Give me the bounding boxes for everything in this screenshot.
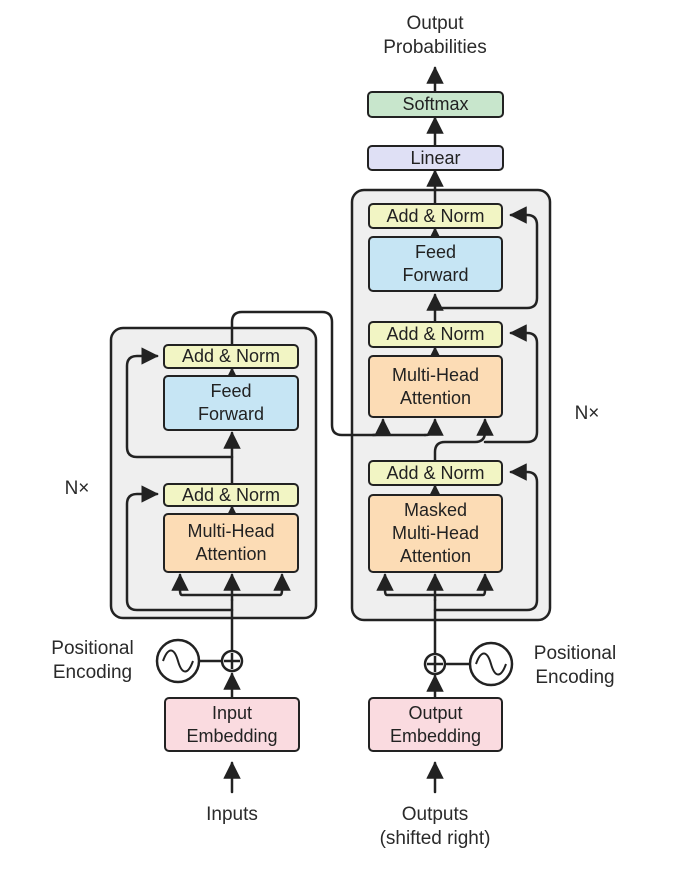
input-embedding-line2: Embedding [186,725,278,746]
outputs-label-line1: Outputs [401,804,469,825]
output-label-line1: Output [406,13,464,34]
encoder-add-norm-bottom-label: Add & Norm [181,484,281,505]
encoder-residual-1 [125,485,234,612]
decoder-masked-line2: Multi-Head [391,523,480,543]
decoder-masked-multi-head-attention: Masked Multi-Head Attention [368,494,503,573]
softmax-box: Softmax [367,91,504,118]
decoder-residual-2 [483,324,539,444]
outputs-label: Outputs (shifted right) [355,803,515,851]
encoder-attn-input-right [230,573,291,597]
decoder-repeat-label: N× [574,403,600,424]
decoder-ff-line1: Feed [414,242,457,262]
decoder-masked-input-right [433,573,494,597]
decoder-masked-line1: Masked [403,500,468,520]
input-embedding-line1: Input [211,702,253,723]
decoder-masked-line3: Attention [399,546,472,566]
decoder-ff-line2: Forward [402,265,469,285]
encoder-positional-encoding-label: Positional Encoding [30,637,155,685]
encoder-attn-input-left [171,573,234,597]
encoder-ff-line1: Feed [210,381,252,401]
decoder-mha-line1: Multi-Head [391,364,480,385]
decoder-add-norm-top: Add & Norm [368,203,503,229]
decoder-residual-1 [433,463,539,612]
encoder-positional-encoding-icon [155,638,201,684]
encoder-add-norm-bottom: Add & Norm [163,483,299,507]
encoder-to-decoder-key [371,418,392,437]
input-embedding-box: Input Embedding [164,697,300,752]
decoder-pe-line1: Positional [533,643,617,664]
decoder-masked-input-left [376,573,437,597]
encoder-pe-line1: Positional [51,638,134,659]
linear-label: Linear [410,147,461,168]
encoder-mha-line2: Attention [195,544,267,564]
linear-box: Linear [367,145,504,171]
encoder-block [109,326,318,620]
decoder-residual-3 [433,206,539,310]
encoder-residual-2 [125,347,234,459]
encoder-ff-line2: Forward [197,404,264,424]
encoder-mha-line1: Multi-Head [187,521,275,541]
outputs-label-line2: (shifted right) [379,828,491,849]
encoder-pe-line2: Encoding [52,662,133,683]
decoder-add-norm-bottom-label: Add & Norm [386,462,485,483]
encoder-feed-forward: Feed Forward [163,375,299,431]
decoder-add-icon [423,652,447,676]
decoder-add-norm-middle-label: Add & Norm [386,324,485,344]
encoder-add-norm-top-label: Add & Norm [181,346,281,366]
inputs-label: Inputs [206,804,258,825]
softmax-label: Softmax [402,94,469,114]
decoder-add-norm-bottom: Add & Norm [368,460,503,486]
output-probabilities-label: Output Probabilities [335,12,535,60]
decoder-feed-forward: Feed Forward [368,236,503,292]
encoder-add-icon [220,649,244,673]
encoder-multi-head-attention: Multi-Head Attention [163,513,299,573]
encoder-add-norm-top: Add & Norm [163,344,299,369]
output-embedding-line2: Embedding [389,725,482,746]
encoder-repeat-label: N× [64,478,90,499]
encoder-to-decoder-connection [230,310,427,437]
encoder-to-decoder-value [423,418,444,437]
decoder-addnorm-to-query [433,418,494,462]
decoder-mha-line2: Attention [399,387,472,408]
decoder-multi-head-attention: Multi-Head Attention [368,355,503,418]
output-embedding-line1: Output [408,702,463,723]
decoder-positional-encoding-label: Positional Encoding [515,642,635,690]
decoder-positional-encoding-icon [468,641,514,687]
output-label-line2: Probabilities [383,37,487,58]
decoder-pe-line2: Encoding [535,667,615,688]
decoder-add-norm-middle: Add & Norm [368,321,503,348]
output-embedding-box: Output Embedding [368,697,503,752]
decoder-add-norm-top-label: Add & Norm [386,205,485,226]
